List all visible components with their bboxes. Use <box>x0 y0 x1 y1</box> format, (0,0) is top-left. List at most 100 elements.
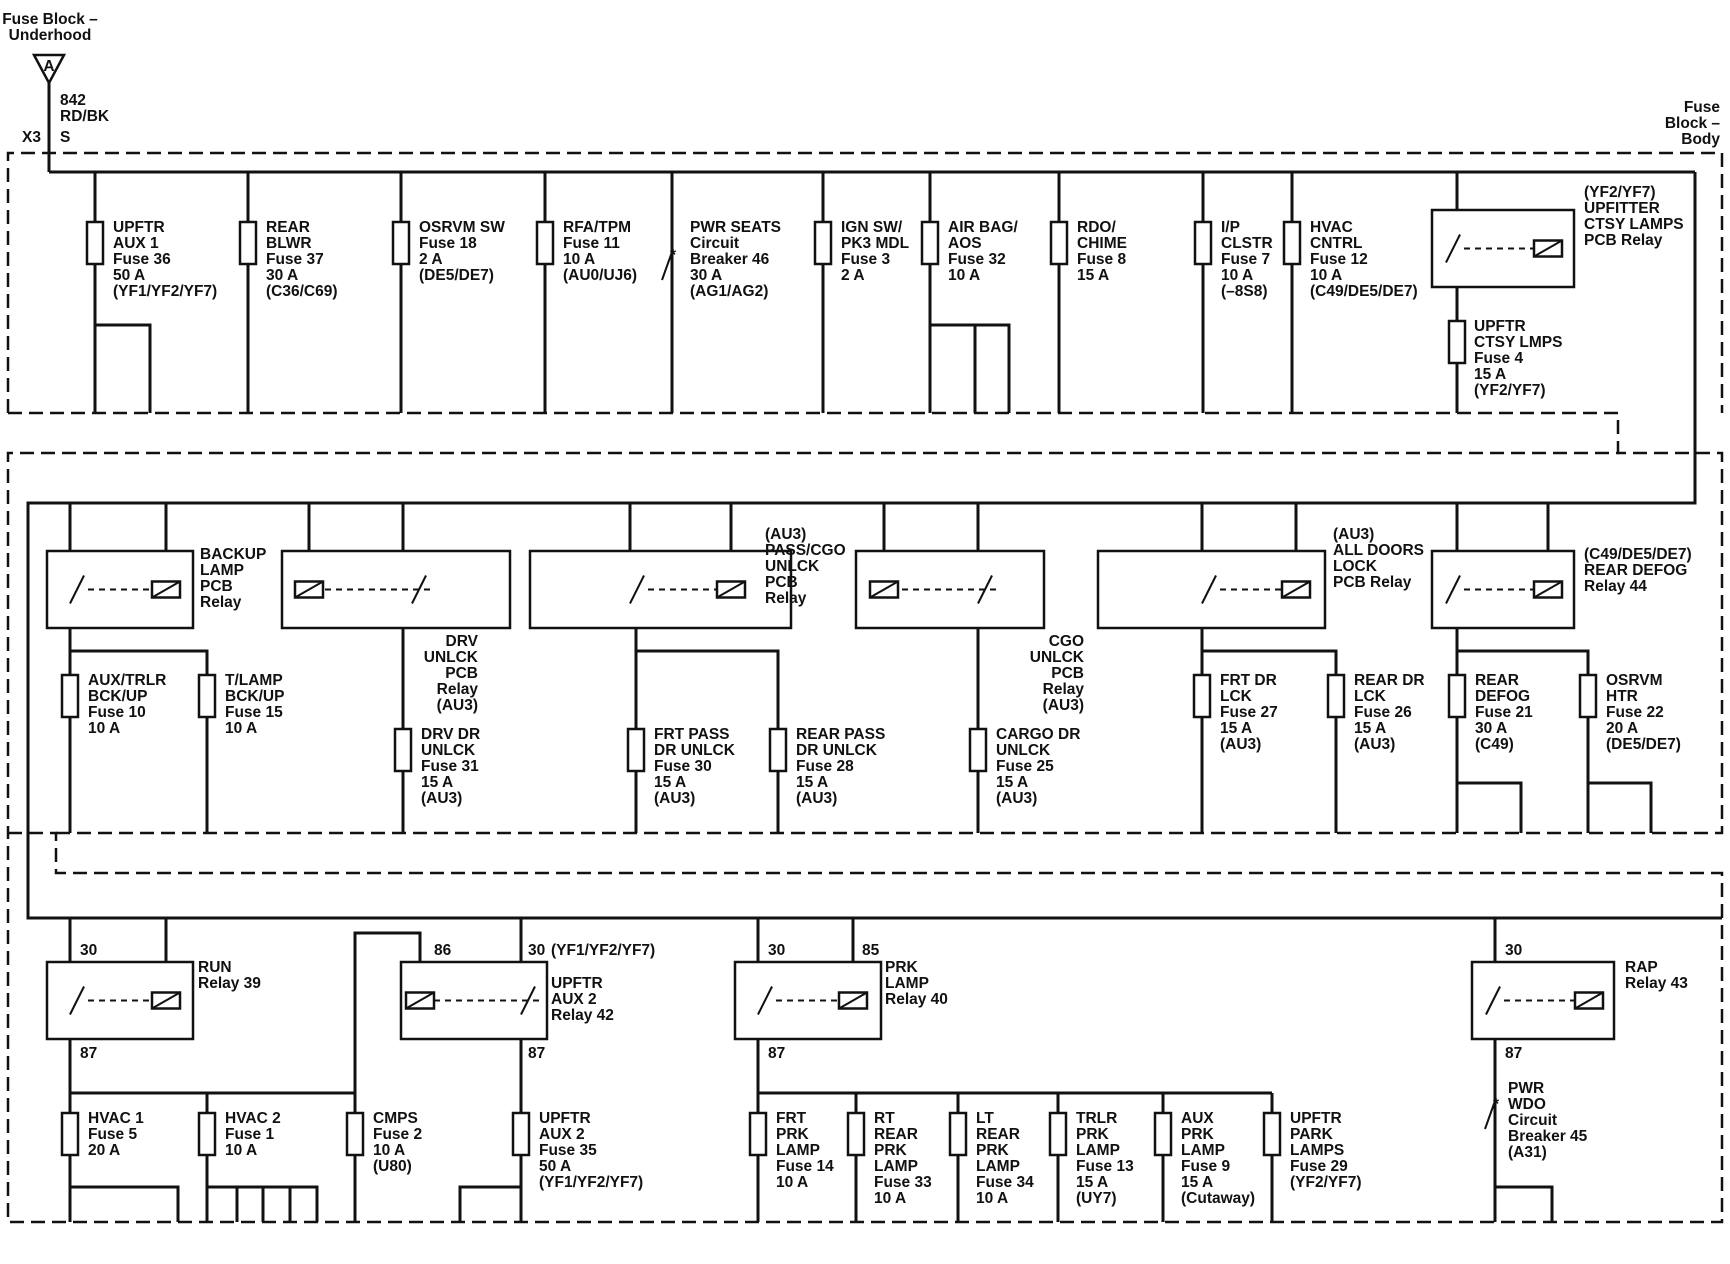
row3-fuse-label-line: Fuse 34 <box>976 1174 1034 1191</box>
row3-fuse-label-line: 50 A <box>539 1158 571 1175</box>
row3-fuse-symbol <box>846 1111 866 1157</box>
row2-branch <box>1457 781 1523 833</box>
row1-fuse-label-line: RDO/ <box>1077 219 1116 236</box>
relay-coil-slash <box>869 580 899 599</box>
relay-switch-contact <box>520 986 536 1015</box>
row1-fuse-label-line: (AG1/AG2) <box>690 283 768 300</box>
row3-breaker-label-line: PWR <box>1508 1080 1544 1097</box>
relay-switch-contact <box>1485 986 1501 1015</box>
row2-fuse-label-line: DR UNLCK <box>654 742 736 759</box>
row1-branch <box>930 323 1011 413</box>
row1-fuse-label-line: 2 A <box>841 267 865 284</box>
row3-fuse-label-line: AUX <box>1181 1110 1214 1127</box>
row2-fuse-label-line: FRT DR <box>1220 672 1277 689</box>
upfitter-relay-label-line: CTSY LAMPS <box>1584 216 1684 233</box>
row2-fuse-label-line: Fuse 15 <box>225 704 283 721</box>
relay-pin-label: 30 <box>528 942 545 959</box>
row1-fuse-label-line: I/P <box>1221 219 1240 236</box>
row2-relay-label-line: (AU3) <box>1043 697 1084 714</box>
s-label: S <box>60 129 70 146</box>
row3-fuse-label-line: Fuse 35 <box>539 1142 597 1159</box>
row2-fuse-label-line: AUX/TRLR <box>88 672 166 689</box>
row3-fuse-symbol <box>197 1111 217 1157</box>
source-label-line: Fuse Block – <box>2 11 98 28</box>
fuse-block-body-label-line: Fuse <box>1684 99 1721 116</box>
row2-relay-label-line: DRV <box>446 633 479 650</box>
row3-fuse-label-line: LAMP <box>776 1142 820 1159</box>
relay-pin-label: 30 <box>768 942 785 959</box>
row2-fuse-symbol <box>393 727 413 773</box>
relay-pin-label: 30 <box>80 942 97 959</box>
relay-coil-slash <box>1533 239 1563 258</box>
relay-pin-label: 30 <box>1505 942 1522 959</box>
row3-fuse-symbol <box>1262 1111 1282 1157</box>
row2-relay-label-line: (C49/DE5/DE7) <box>1584 546 1692 563</box>
row3-relay-label-line: RUN <box>198 959 232 976</box>
relay-switch-contact <box>629 575 645 604</box>
row3-fuse-label-line: UPFTR <box>539 1110 591 1127</box>
row3-fuse-label-line: REAR <box>874 1126 918 1143</box>
row1-fuse-label-line: 15 A <box>1077 267 1109 284</box>
row2-wire <box>1202 649 1338 833</box>
row1-fuse-label-line: (C49/DE5/DE7) <box>1310 283 1418 300</box>
row3-fuse-label-line: (UY7) <box>1076 1190 1116 1207</box>
row2-fuse-label-line: 30 A <box>1475 720 1507 737</box>
row1-fuse-label-line: Fuse 3 <box>841 251 890 268</box>
relay-coil-slash <box>151 991 181 1010</box>
row2-relay-label-line: (AU3) <box>1333 526 1374 543</box>
row1-fuse-symbol <box>238 220 258 266</box>
relay-switch-contact <box>977 575 993 604</box>
row3-fuse-symbol <box>1153 1111 1173 1157</box>
row3-fuse-symbol <box>1048 1111 1068 1157</box>
relay-switch-contact <box>411 575 427 604</box>
row3-fuse-symbol <box>948 1111 968 1157</box>
row2-fuse-label-line: 15 A <box>796 774 828 791</box>
row3-branch <box>1495 1185 1554 1222</box>
x3-label: X3 <box>22 129 41 146</box>
pwr-seats-breaker <box>661 251 673 281</box>
upfitter-relay-label-line: (YF2/YF7) <box>1584 184 1655 201</box>
row1-fuse-label-line: Circuit <box>690 235 739 252</box>
row2-fuse-label-line: UNLCK <box>421 742 476 759</box>
row2-fuse-label-line: BCK/UP <box>225 688 284 705</box>
row2-fuse-label-line: CARGO DR <box>996 726 1080 743</box>
row2-fuse-label-line: DR UNLCK <box>796 742 878 759</box>
row3-fuse-label-line: 15 A <box>1076 1174 1108 1191</box>
row2-fuse-label-line: REAR PASS <box>796 726 885 743</box>
row2-fuse-label-line: HTR <box>1606 688 1638 705</box>
row2-fuse-label-line: 15 A <box>1354 720 1386 737</box>
row3-breaker-label-line: Circuit <box>1508 1112 1557 1129</box>
row2-relay-label-line: PCB <box>200 578 233 595</box>
row1-fuse-label-line: Fuse 11 <box>563 235 620 252</box>
row3-fuse-symbol <box>511 1111 531 1157</box>
row2-relay-label-line: PCB <box>445 665 478 682</box>
row1-fuse-label-line: CHIME <box>1077 235 1127 252</box>
upfitter-relay-label-line: UPFITTER <box>1584 200 1660 217</box>
row1-fuse-label-line: 10 A <box>1221 267 1253 284</box>
row3-relay-label-line: PRK <box>885 959 919 976</box>
row1-fuse-symbol <box>1049 220 1069 266</box>
row1-fuse-label-line: BLWR <box>266 235 312 252</box>
row3-fuse-label-line: LAMPS <box>1290 1142 1344 1159</box>
row1-fuse-label-line: Breaker 46 <box>690 251 770 268</box>
relay-switch-contact <box>1445 575 1461 604</box>
row2-fuse-label-line: 10 A <box>225 720 257 737</box>
upfitter-fuse-label-line: 15 A <box>1474 366 1506 383</box>
row2-relay-label-line: BACKUP <box>200 546 266 563</box>
upfitter-relay-label-line: PCB Relay <box>1584 232 1663 249</box>
relay-pin-label: 87 <box>768 1045 785 1062</box>
row1-fuse-symbol <box>535 220 555 266</box>
row2-fuse-label-line: Fuse 30 <box>654 758 712 775</box>
row3-fuse-label-line: RT <box>874 1110 895 1127</box>
row1-fuse-label-line: Fuse 36 <box>113 251 171 268</box>
pwr-wdo-breaker <box>1484 1100 1496 1130</box>
